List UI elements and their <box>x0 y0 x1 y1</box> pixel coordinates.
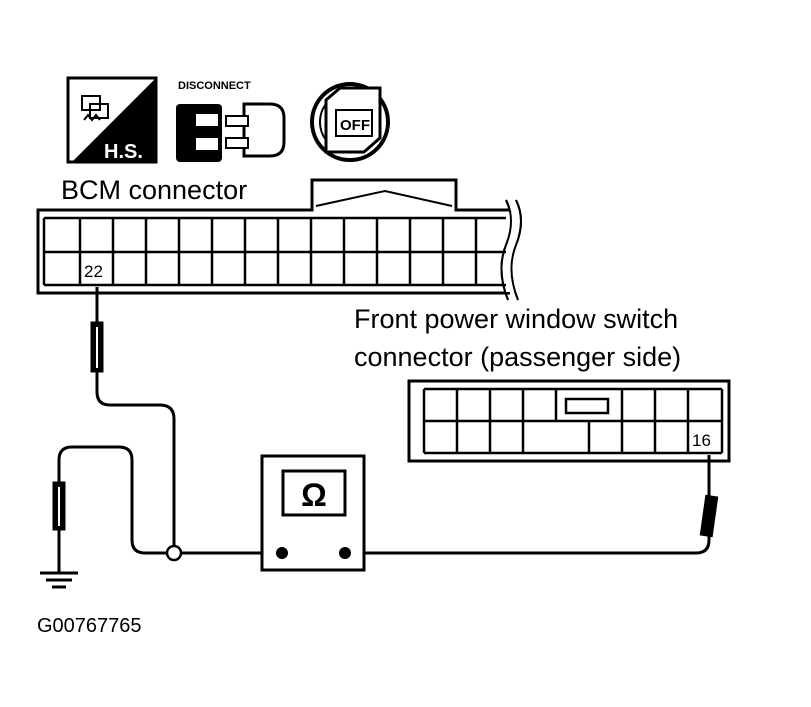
ohmmeter: Ω <box>260 454 366 572</box>
disconnect-connector-icon: DISCONNECT <box>176 80 286 162</box>
ohm-symbol: Ω <box>301 477 327 513</box>
window-switch-connector-label-line1: Front power window switch <box>354 304 678 334</box>
hs-label: H.S. <box>104 141 143 163</box>
off-label: OFF <box>340 117 370 134</box>
window-switch-connector <box>407 379 731 463</box>
wire-junction <box>165 544 183 562</box>
figure-code: G00767765 <box>37 615 142 637</box>
bcm-pin-22-label: 22 <box>84 262 103 281</box>
window-switch-test-probe <box>699 494 719 538</box>
wiring <box>57 287 711 566</box>
disconnect-label: DISCONNECT <box>178 80 251 92</box>
meter-right-terminal <box>339 547 351 559</box>
hand-sensor-hs-icon: H.S. <box>66 76 158 164</box>
meter-left-terminal <box>276 547 288 559</box>
ground-symbol-icon <box>40 566 78 589</box>
window-switch-pin-16-label: 16 <box>692 431 711 450</box>
ignition-off-icon: OFF <box>310 82 390 162</box>
bcm-connector-label: BCM connector <box>61 175 247 205</box>
window-switch-connector-label-line2: connector (passenger side) <box>354 342 681 372</box>
